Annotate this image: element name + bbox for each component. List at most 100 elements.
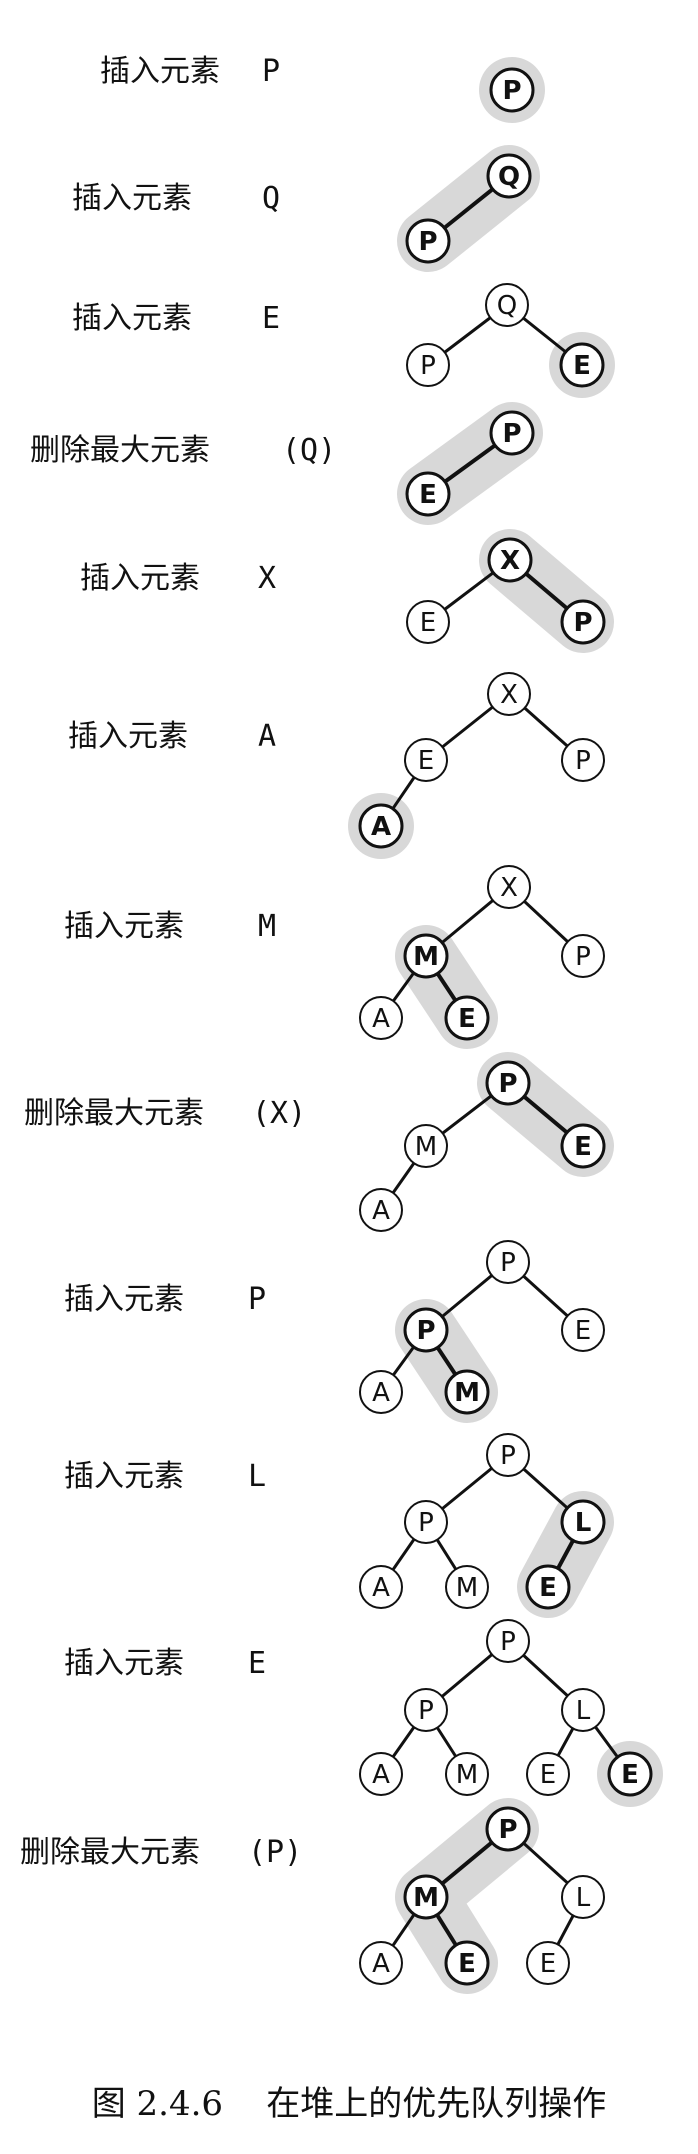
heap-node-circle	[403, 1307, 449, 1353]
heap-node-key: L	[575, 1508, 592, 1538]
heap-node-circle	[359, 1370, 403, 1414]
heap-node-key: A	[372, 1004, 390, 1034]
heap-node: A	[358, 803, 404, 849]
heap-node-circle	[359, 996, 403, 1040]
heap-node: E	[525, 1564, 571, 1610]
heap-node-circle	[359, 1941, 403, 1985]
heap-tree-step-11: P P L A M E E	[359, 1619, 663, 1807]
heap-node-circle	[359, 1565, 403, 1609]
heap-node: M	[403, 1874, 449, 1920]
step-6-operation: 插入元素	[68, 719, 188, 754]
heap-node-circle	[486, 1433, 530, 1477]
step-11-argument: E	[248, 1646, 267, 1681]
heap-node-circle	[403, 1874, 449, 1920]
heap-node-circle	[489, 67, 535, 113]
heap-node-circle	[561, 1308, 605, 1352]
heap-node-circle	[445, 1565, 489, 1609]
heap-node-key: E	[539, 1573, 557, 1603]
heap-tree-step-4: PE	[397, 402, 543, 525]
heap-node: M	[445, 1565, 489, 1609]
heap-node-key: P	[500, 1627, 516, 1657]
heap-node: P	[486, 1433, 530, 1477]
step-4-argument: (Q)	[282, 433, 337, 468]
heap-node-circle	[487, 672, 531, 716]
heap-node-circle	[406, 343, 450, 387]
heap-node: L	[561, 1688, 605, 1732]
heap-node: E	[444, 1940, 490, 1986]
heap-node-key: P	[418, 227, 437, 257]
step-10-argument: L	[248, 1459, 267, 1494]
heap-node: E	[607, 1751, 653, 1797]
step-2-operation: 插入元素	[72, 181, 192, 216]
heap-node: P	[489, 67, 535, 113]
heap-tree-step-1: P	[479, 57, 545, 123]
heap-node-key: P	[498, 1069, 517, 1099]
heap-node-key: P	[575, 746, 591, 776]
heap-node-circle	[358, 803, 404, 849]
heap-node: A	[359, 1565, 403, 1609]
heap-node: E	[526, 1752, 570, 1796]
heap-node-key: P	[418, 1696, 434, 1726]
heap-node-key: E	[458, 1949, 476, 1979]
heap-node-circle	[406, 600, 450, 644]
figure-title: 在堆上的优先队列操作	[266, 2084, 607, 2124]
heap-node: E	[561, 1308, 605, 1352]
heap-node-circle	[403, 933, 449, 979]
step-11-operation: 插入元素	[64, 1646, 184, 1681]
heap-node-key: P	[500, 1248, 516, 1278]
heap-node: E	[404, 738, 448, 782]
heap-node-key: P	[502, 419, 521, 449]
step-10-operation: 插入元素	[64, 1459, 184, 1494]
step-8-argument: (X)	[252, 1096, 307, 1131]
heap-node-circle	[561, 1688, 605, 1732]
heap-tree-step-9: P P E A M	[359, 1240, 605, 1423]
step-1-argument: P	[262, 54, 281, 89]
heap-node-circle	[444, 1940, 490, 1986]
heap-node-circle	[405, 471, 451, 517]
heap-node-key: X	[500, 873, 518, 903]
heap-node-circle	[405, 218, 451, 264]
heap-node-circle	[559, 342, 605, 388]
heap-node: P	[403, 1307, 449, 1353]
heap-node: M	[404, 1124, 448, 1168]
heap-node-circle	[359, 1188, 403, 1232]
heap-node-circle	[560, 1123, 606, 1169]
heap-node: A	[359, 996, 403, 1040]
heap-node: P	[485, 1806, 531, 1852]
heap-node: A	[359, 1752, 403, 1796]
heap-node-key: A	[371, 812, 391, 842]
heap-node-key: E	[419, 480, 437, 510]
heap-node-key: P	[416, 1316, 435, 1346]
heap-node-key: A	[372, 1378, 390, 1408]
heap-node-key: M	[454, 1378, 480, 1408]
heap-node-key: E	[540, 1760, 556, 1790]
heap-node-key: X	[500, 546, 520, 576]
heap-node-key: L	[576, 1696, 591, 1726]
heap-node: P	[486, 1619, 530, 1663]
heap-node-circle	[607, 1751, 653, 1797]
step-4-operation: 删除最大元素	[30, 433, 210, 468]
heap-node: P	[561, 738, 605, 782]
heap-node-circle	[445, 1752, 489, 1796]
heap-node: L	[560, 1499, 606, 1545]
heap-node-circle	[486, 1619, 530, 1663]
heap-node: M	[445, 1752, 489, 1796]
heap-node-key: E	[540, 1949, 556, 1979]
heap-node: A	[359, 1370, 403, 1414]
heap-node: E	[444, 995, 490, 1041]
heap-node: E	[560, 1123, 606, 1169]
heap-node: P	[560, 599, 606, 645]
step-5-argument: X	[258, 561, 277, 596]
heap-node-circle	[359, 1752, 403, 1796]
heap-node-key: A	[372, 1760, 390, 1790]
heap-node-key: E	[575, 1316, 591, 1346]
heap-node-key: M	[413, 942, 439, 972]
heap-node-key: P	[500, 1441, 516, 1471]
step-5-operation: 插入元素	[80, 561, 200, 596]
figure-number: 图 2.4.6	[91, 2084, 224, 2124]
heap-node-key: P	[575, 942, 591, 972]
